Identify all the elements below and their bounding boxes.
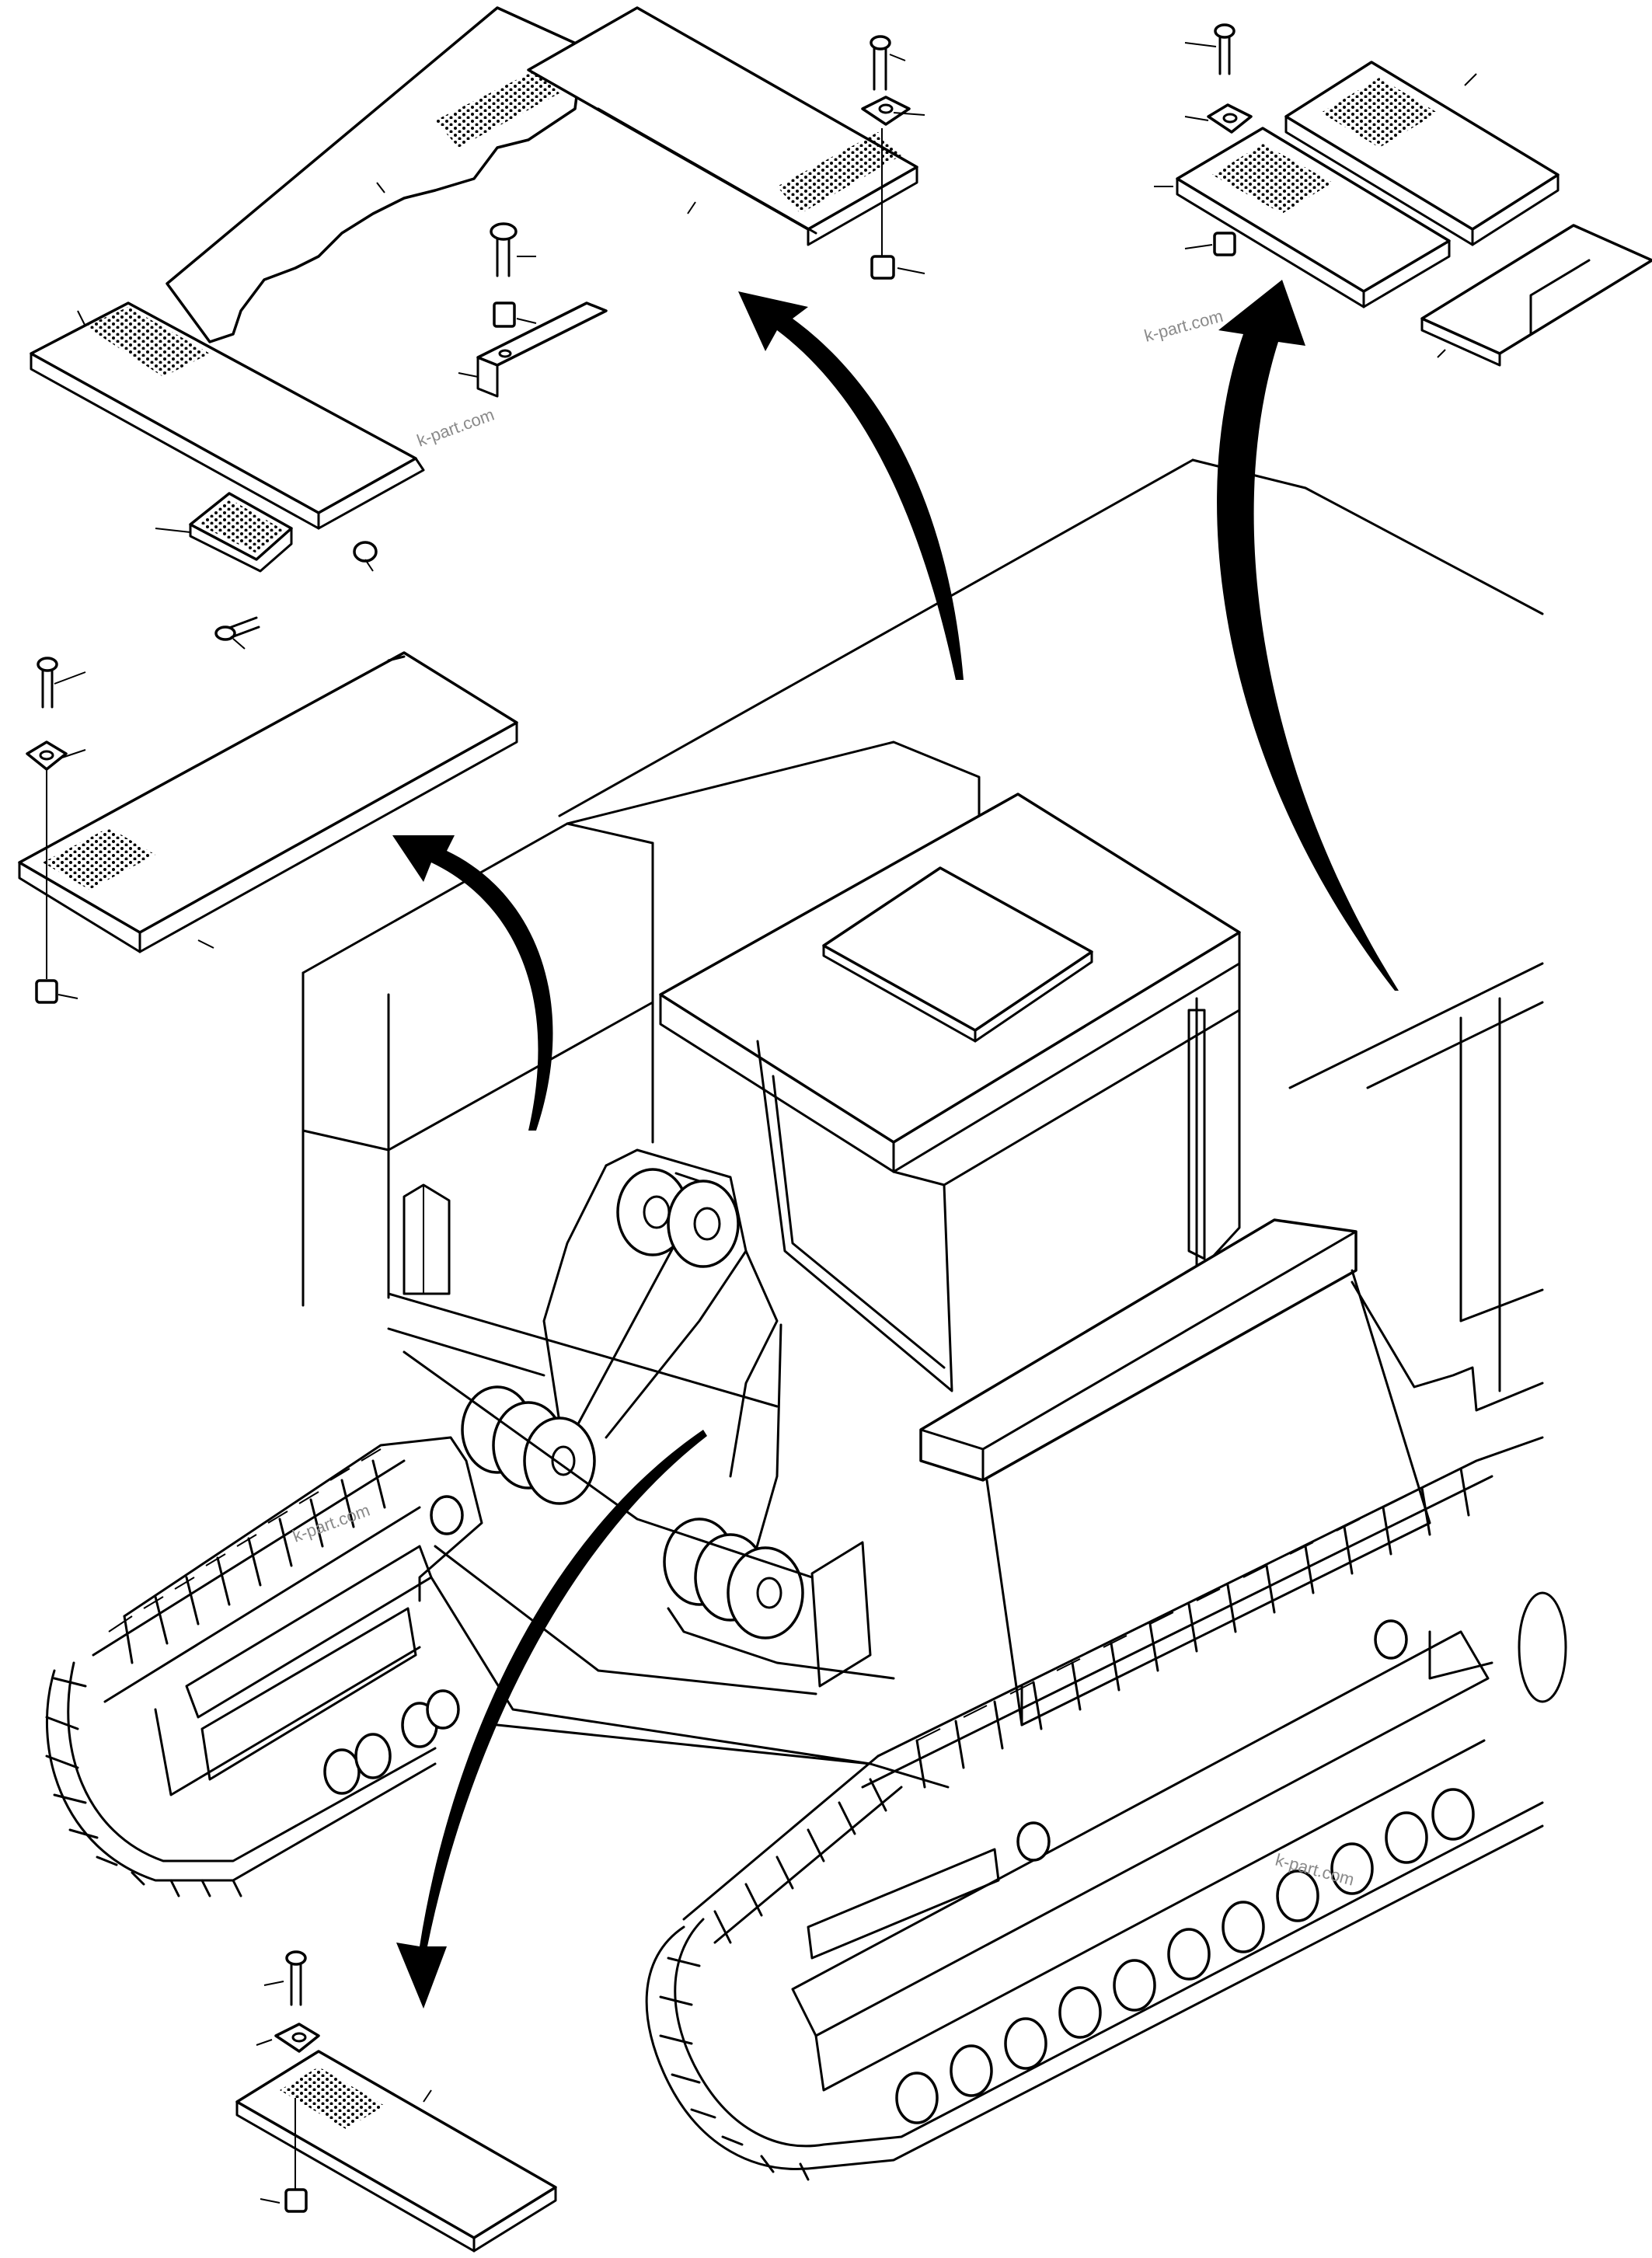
small-bolt xyxy=(214,616,260,641)
cutout-walkway-plate xyxy=(166,6,584,343)
watermark-1: k-part.com xyxy=(414,405,497,451)
boom-linkage xyxy=(387,1148,895,1688)
cab xyxy=(659,793,1544,1727)
hardware-stack-top-right xyxy=(1207,23,1253,256)
long-walkway-plate xyxy=(18,651,518,934)
arrow-top-middle xyxy=(738,291,964,680)
walkway-cover-assembly-left xyxy=(18,651,518,1004)
hardware-stack-bottom xyxy=(274,1950,320,2213)
hardware-stack-left xyxy=(26,657,68,1004)
right-crawler-track xyxy=(645,1436,1567,2181)
bottom-walkway-plate xyxy=(235,2050,557,2239)
walkway-cover-assembly-bottom xyxy=(235,1950,557,2253)
hardware-stack-top-middle xyxy=(861,35,911,280)
arrow-top-right xyxy=(1217,280,1399,991)
arrow-bottom xyxy=(396,1430,707,2009)
left-crawler-track xyxy=(45,1436,950,1897)
flat-plate xyxy=(1420,224,1652,355)
arrow-left xyxy=(392,835,553,1131)
arrows xyxy=(392,280,1399,2009)
watermark-2: k-part.com xyxy=(1142,306,1225,346)
right-walkway-plate xyxy=(527,6,918,231)
nut xyxy=(353,541,378,563)
hardware-stack-middle xyxy=(476,222,608,398)
walkway-cover-assembly-top-left xyxy=(30,6,925,650)
walkway-cover-assembly-top-right xyxy=(1154,23,1652,367)
